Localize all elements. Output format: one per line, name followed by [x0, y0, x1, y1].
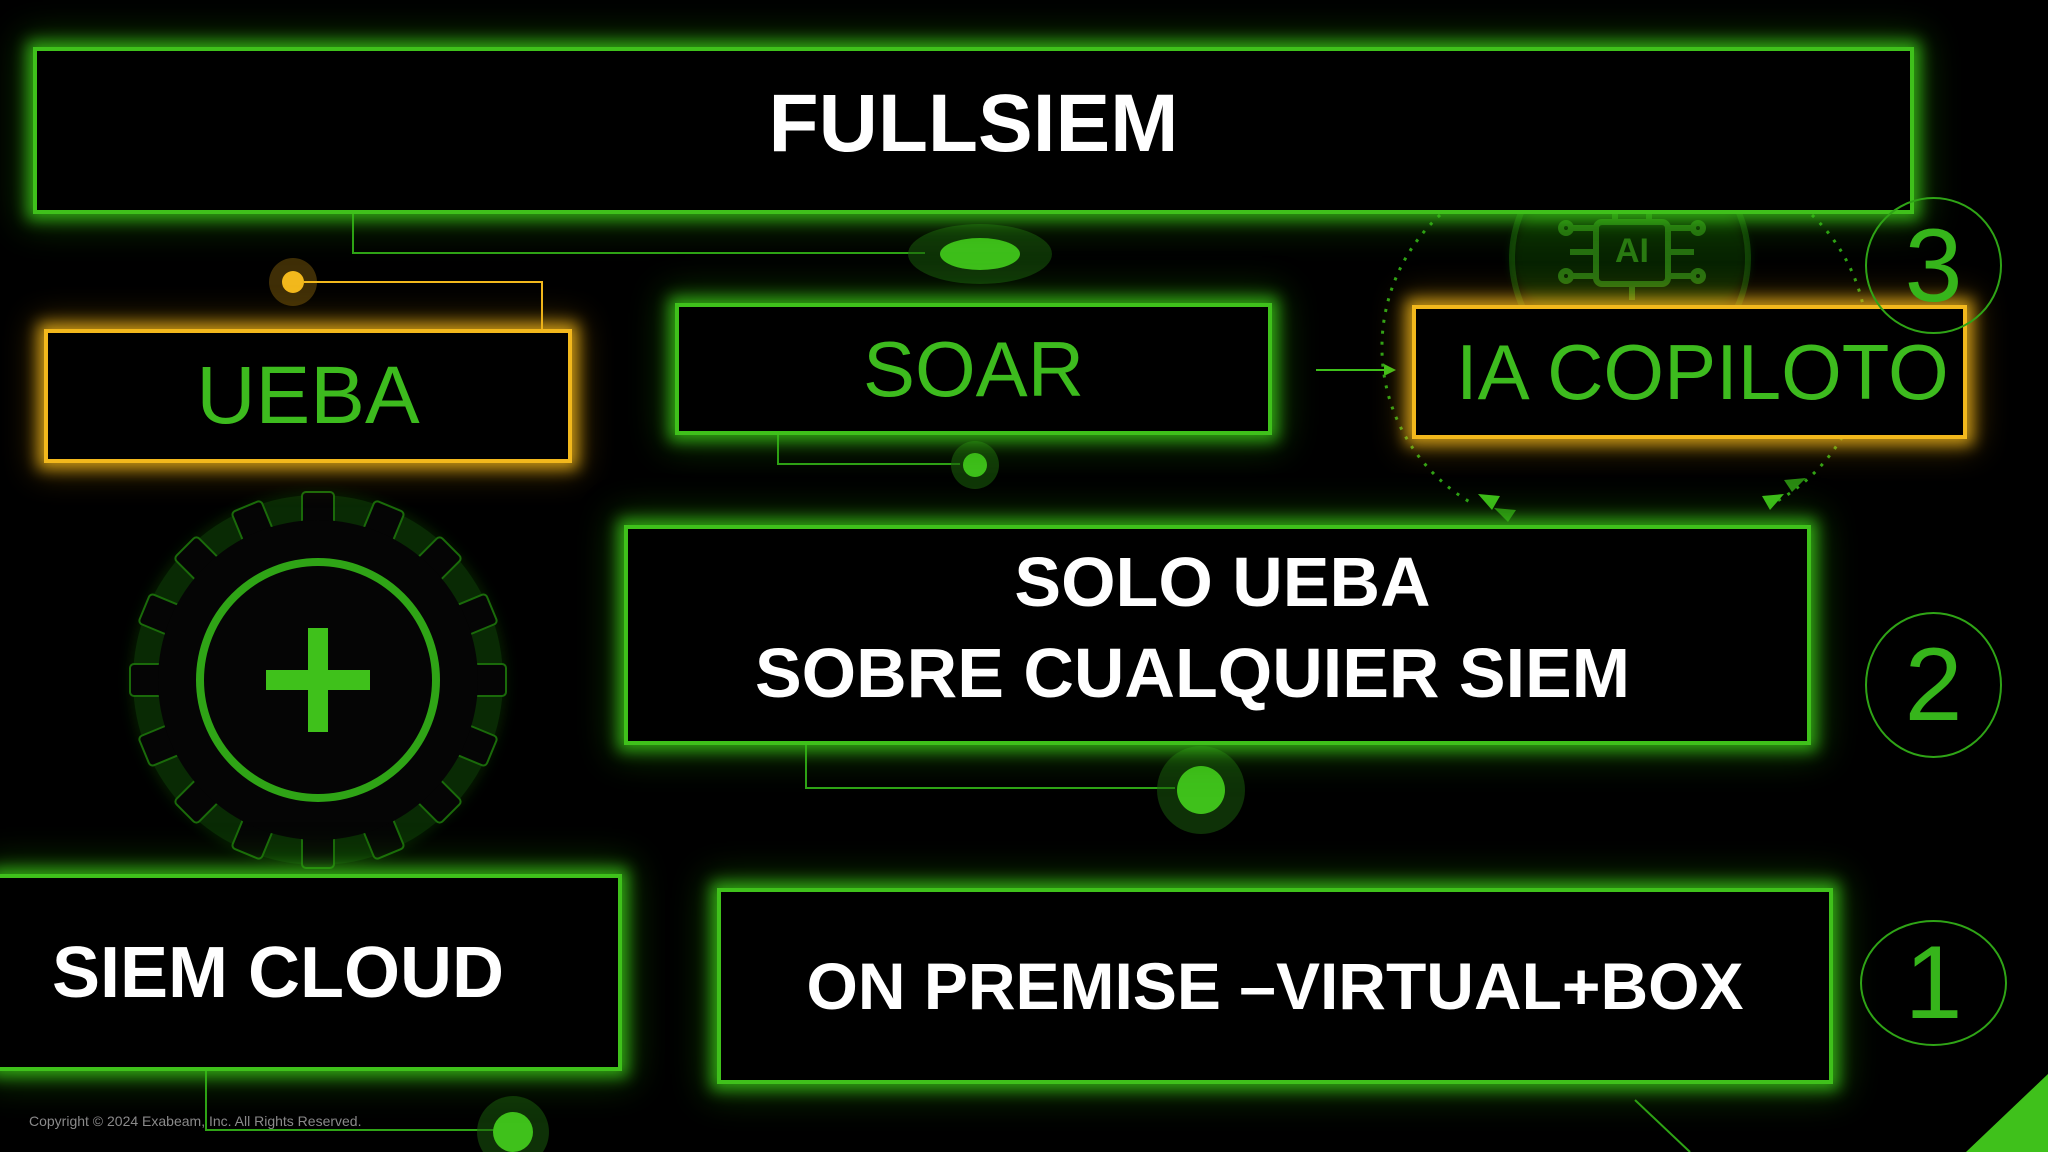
solo-ueba-line1: SOLO UEBA — [1014, 543, 1431, 621]
connector-solo-ueba — [805, 744, 1245, 834]
fullsiem-title: FULLSIEM — [768, 77, 1179, 169]
number-3: 3 — [1904, 207, 1963, 324]
connector-soar — [777, 434, 999, 489]
arrow-soar-to-ia — [1316, 364, 1396, 376]
gear-plus-icon — [129, 491, 507, 869]
solo-ueba-box: SOLO UEBA SOBRE CUALQUIER SIEM — [624, 525, 1811, 745]
soar-box: SOAR — [675, 303, 1272, 435]
copyright-text: Copyright © 2024 Exabeam, Inc. All Right… — [29, 1113, 362, 1129]
solo-ueba-line2: SOBRE CUALQUIER SIEM — [754, 634, 1631, 712]
on-premise-box: ON PREMISE –VIRTUAL+BOX — [717, 888, 1833, 1084]
number-1-circle: 1 — [1860, 920, 2007, 1046]
fullsiem-box: FULLSIEM — [33, 47, 1914, 214]
ueba-label: UEBA — [196, 350, 420, 441]
number-3-circle: 3 — [1865, 197, 2002, 334]
soar-label: SOAR — [862, 324, 1085, 413]
ueba-box: UEBA — [44, 329, 572, 463]
ia-copiloto-label: IA COPILOTO — [1456, 327, 1949, 416]
connector-ueba — [269, 258, 543, 330]
on-premise-label: ON PREMISE –VIRTUAL+BOX — [806, 949, 1744, 1023]
siem-cloud-box: SIEM CLOUD — [0, 874, 622, 1071]
number-1: 1 — [1904, 925, 1963, 1041]
ia-copiloto-box: IA COPILOTO — [1412, 305, 1967, 439]
ai-chip-label: AI — [1615, 232, 1649, 270]
siem-cloud-label: SIEM CLOUD — [52, 932, 505, 1013]
corner-accent — [1634, 1074, 2048, 1152]
connector-siem-cloud — [205, 1070, 549, 1152]
number-2-circle: 2 — [1865, 612, 2002, 758]
number-2: 2 — [1904, 627, 1963, 743]
connector-fullsiem — [352, 212, 1052, 284]
